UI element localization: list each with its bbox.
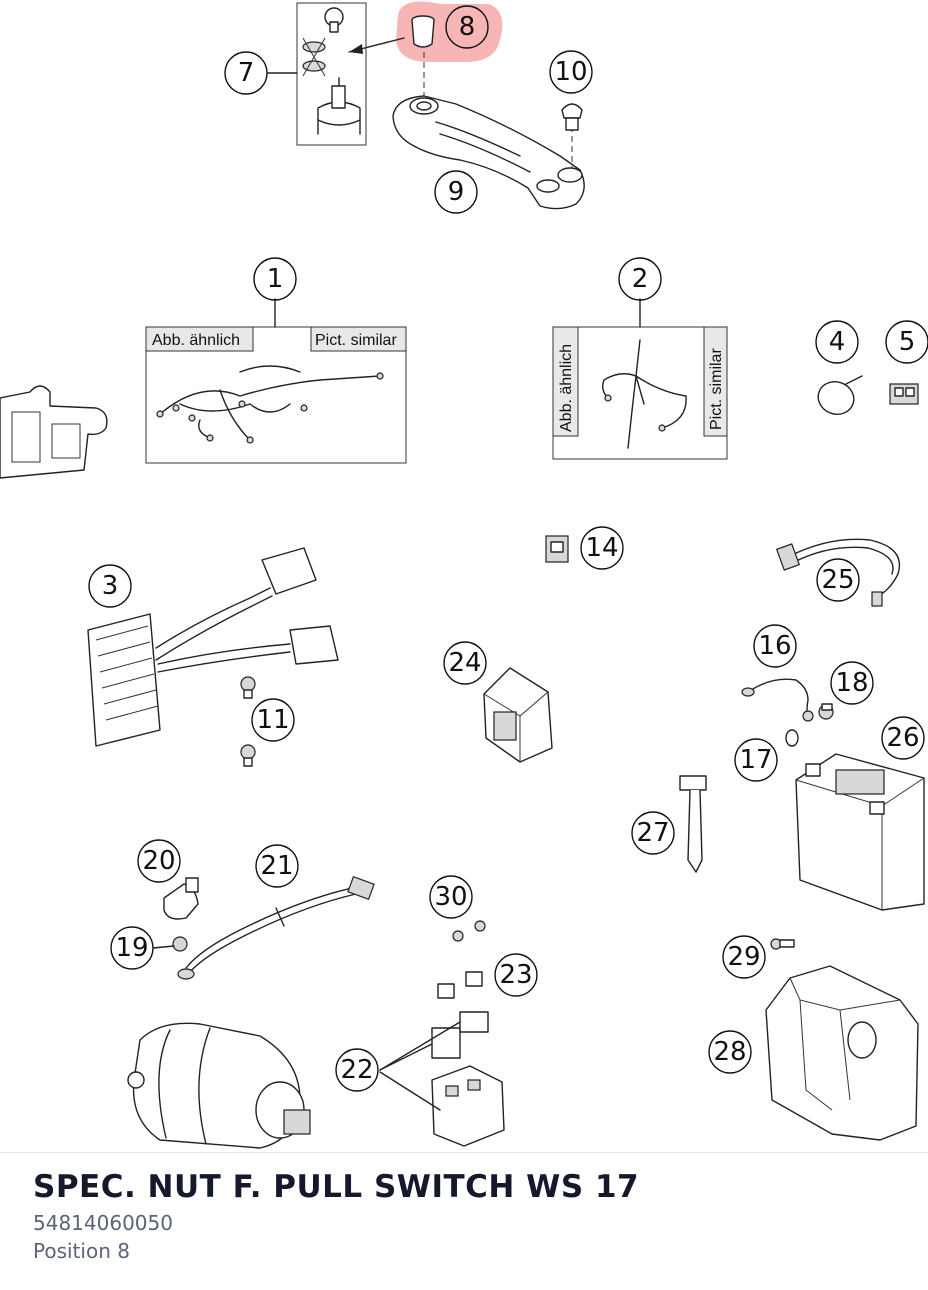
part-4-cable-tie[interactable] (814, 375, 863, 419)
callout-3[interactable]: 3 (88, 564, 132, 608)
mounting-bracket[interactable] (0, 385, 108, 479)
part-number: 54814060050 (33, 1211, 173, 1235)
part-11-bolt[interactable] (561, 103, 583, 131)
starter-motor[interactable] (127, 1022, 311, 1149)
svg-text:23: 23 (499, 960, 532, 990)
callout-26[interactable]: 26 (881, 716, 925, 760)
svg-text:9: 9 (448, 177, 465, 207)
part-14-connector[interactable] (545, 535, 569, 563)
selected-part-highlight (396, 1, 503, 63)
svg-text:2: 2 (632, 264, 649, 294)
svg-text:11: 11 (256, 705, 289, 735)
svg-text:19: 19 (115, 933, 148, 963)
callout-21[interactable]: 21 (255, 844, 299, 888)
callout-29[interactable]: 29 (722, 935, 766, 979)
part-20-terminal-cap[interactable] (163, 877, 199, 920)
part-25-cable[interactable] (775, 538, 901, 607)
part-22-relay-box[interactable] (379, 1011, 505, 1147)
box1-right-label: Pict. similar (315, 332, 397, 349)
callout-27[interactable]: 27 (631, 811, 675, 855)
part-info-panel: SPEC. NUT F. PULL SWITCH WS 17 548140600… (0, 1152, 928, 1290)
svg-text:28: 28 (713, 1037, 746, 1067)
part-position: Position 8 (33, 1239, 130, 1263)
svg-text:7: 7 (238, 58, 255, 88)
svg-text:14: 14 (585, 533, 618, 563)
svg-text:24: 24 (448, 648, 481, 678)
callout-1[interactable]: 1 (253, 257, 297, 301)
part-23-fuses[interactable] (437, 971, 483, 999)
part-16-ground-cable[interactable] (741, 678, 814, 722)
part-1-wiring-harness[interactable]: Abb. ähnlich Pict. similar (145, 298, 407, 464)
part-30-screws[interactable] (452, 920, 486, 942)
svg-text:17: 17 (739, 745, 772, 775)
callout-22[interactable]: 22 (335, 1048, 379, 1092)
callout-20[interactable]: 20 (137, 839, 181, 883)
part-27-battery-strap[interactable] (679, 775, 707, 873)
part-title: SPEC. NUT F. PULL SWITCH WS 17 (33, 1169, 640, 1205)
part-2-wiring-harness[interactable]: Abb. ähnlich Pict. similar (552, 298, 728, 460)
part-5-connector[interactable] (889, 383, 919, 405)
svg-text:26: 26 (886, 723, 919, 753)
box1-left-label: Abb. ähnlich (152, 332, 240, 349)
callout-14[interactable]: 14 (580, 526, 624, 570)
svg-text:21: 21 (260, 851, 293, 881)
part-26-battery[interactable] (795, 753, 925, 911)
part-29-bolt[interactable] (770, 938, 795, 950)
box2-left-label: Abb. ähnlich (558, 344, 575, 432)
callout-9[interactable]: 9 (434, 170, 478, 214)
part-28-battery-box[interactable] (765, 965, 919, 1141)
svg-text:29: 29 (727, 942, 760, 972)
svg-text:1: 1 (267, 264, 284, 294)
svg-text:20: 20 (142, 846, 175, 876)
svg-text:3: 3 (102, 571, 119, 601)
callout-23[interactable]: 23 (494, 953, 538, 997)
svg-text:4: 4 (829, 327, 846, 357)
callout-2[interactable]: 2 (618, 257, 662, 301)
part-8-spec-nut[interactable] (411, 15, 435, 96)
callout-8[interactable]: 8 (445, 5, 489, 49)
svg-text:22: 22 (340, 1055, 373, 1085)
callout-17[interactable]: 17 (734, 738, 778, 782)
callout-30[interactable]: 30 (429, 875, 473, 919)
part-7-switch-assembly[interactable] (296, 2, 405, 146)
callout-numbers: 8 7 10 9 1 2 4 5 14 3 25 16 24 18 11 26 … (88, 5, 928, 1092)
part-21-starter-cable[interactable] (177, 875, 375, 980)
svg-text:25: 25 (821, 565, 854, 595)
svg-text:8: 8 (459, 12, 476, 42)
callout-28[interactable]: 28 (708, 1030, 752, 1074)
part-9-triple-clamp[interactable] (392, 95, 585, 210)
callout-25[interactable]: 25 (816, 558, 860, 602)
part-3-voltage-regulator[interactable] (87, 547, 339, 747)
part-24-relay-cover[interactable] (483, 667, 553, 763)
callout-19[interactable]: 19 (110, 926, 154, 970)
callout-4[interactable]: 4 (815, 320, 859, 364)
callout-16[interactable]: 16 (753, 624, 797, 668)
callout-10[interactable]: 11 (251, 698, 295, 742)
callout-18[interactable]: 18 (830, 661, 874, 705)
svg-text:18: 18 (835, 668, 868, 698)
part-10-screws[interactable] (240, 676, 256, 767)
part-17-washer[interactable] (785, 729, 799, 747)
exploded-parts-diagram: Abb. ähnlich Pict. similar Abb. ähnlich … (0, 1, 928, 1149)
callout-11[interactable]: 10 (549, 50, 593, 94)
svg-text:5: 5 (899, 327, 916, 357)
part-19-nut[interactable] (172, 936, 188, 952)
svg-text:16: 16 (758, 631, 791, 661)
box2-right-label: Pict. similar (708, 348, 725, 430)
svg-text:10: 10 (554, 57, 587, 87)
callout-7[interactable]: 7 (224, 51, 268, 95)
part-18-bolt[interactable] (818, 703, 834, 720)
svg-text:27: 27 (636, 818, 669, 848)
callout-5[interactable]: 5 (885, 320, 928, 364)
callout-24[interactable]: 24 (443, 641, 487, 685)
svg-text:30: 30 (434, 882, 467, 912)
